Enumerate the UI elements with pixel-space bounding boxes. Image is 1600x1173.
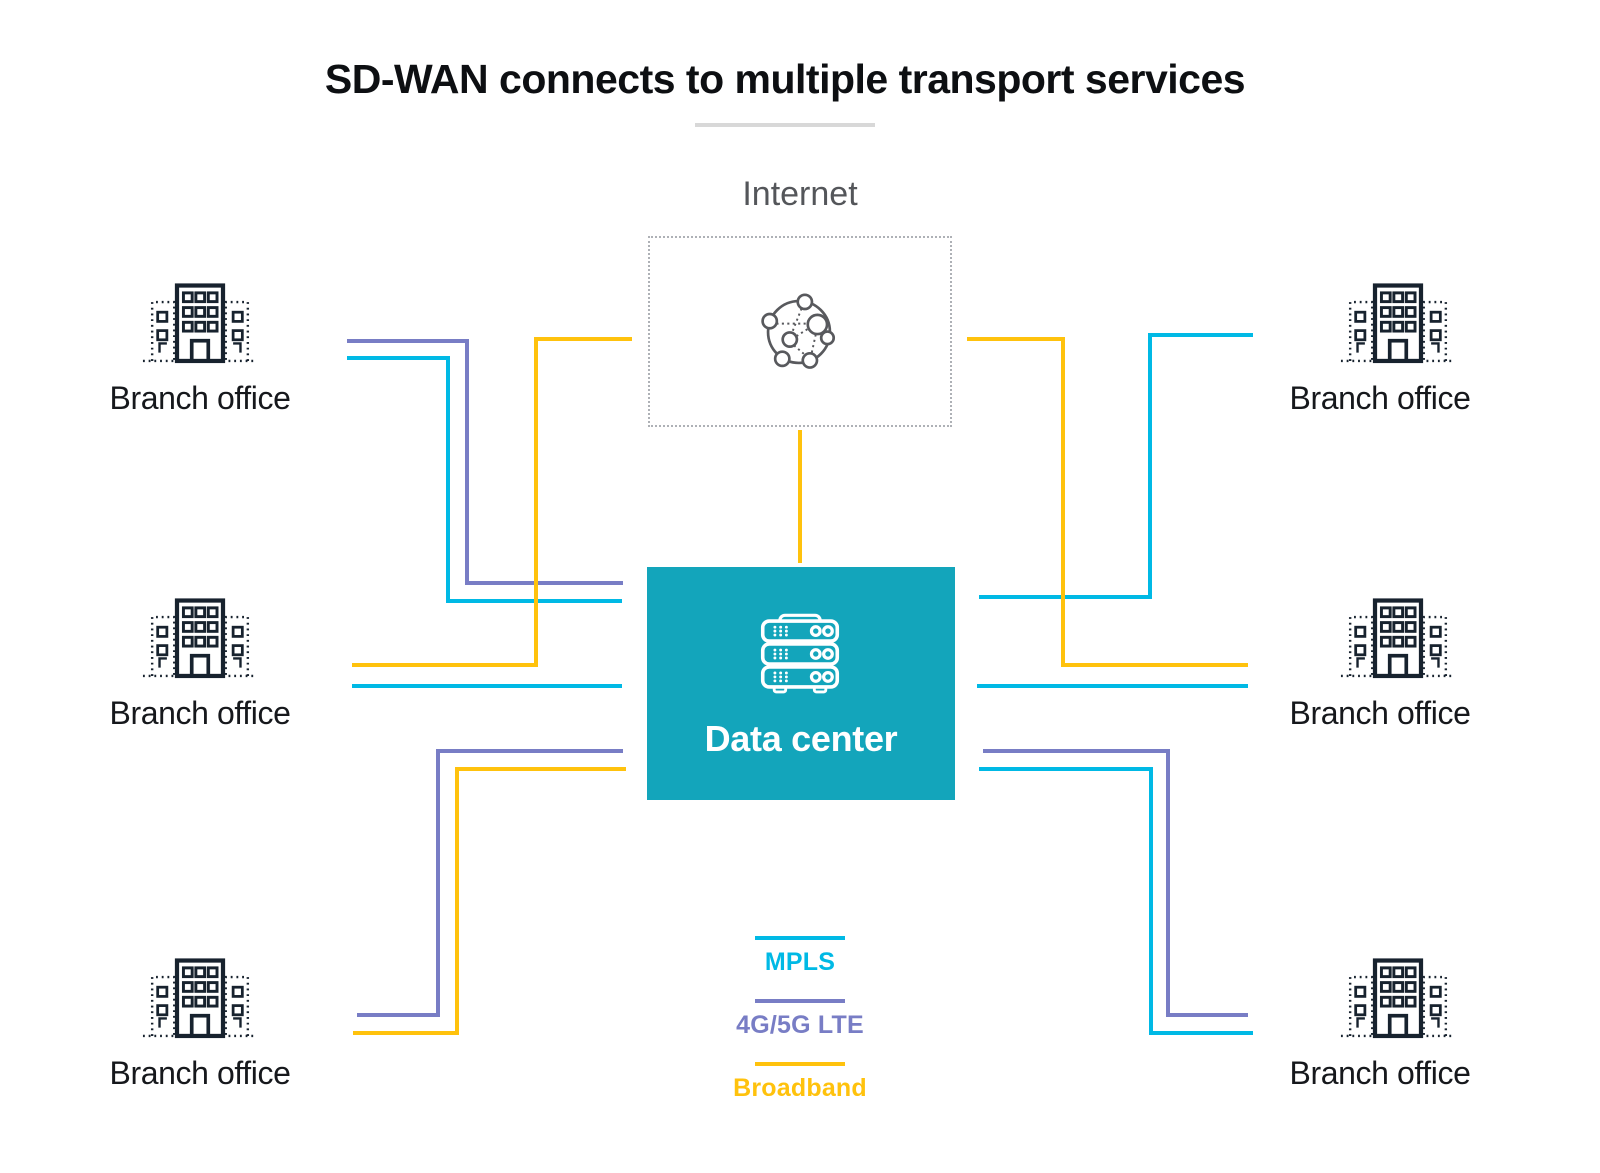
legend-label-broadband: Broadband — [733, 1074, 867, 1102]
server-rack-icon — [757, 607, 843, 701]
branch-office-label: Branch office — [109, 380, 291, 416]
internet-globe-icon — [753, 286, 845, 378]
connection-branch-bottom-right-to-data-center-mpls — [979, 767, 1253, 1035]
legend-item-lte: 4G/5G LTE — [660, 993, 940, 1056]
connection-branch-bottom-left-to-data-center-lte — [357, 749, 623, 1017]
page-title: SD-WAN connects to multiple transport se… — [324, 56, 1246, 102]
internet-box — [648, 236, 952, 427]
legend-item-mpls: MPLS — [660, 930, 940, 993]
connection-branch-top-left-to-data-center-mpls — [347, 356, 622, 603]
legend-line-lte — [755, 999, 845, 1003]
branch-office-label: Branch office — [109, 1055, 291, 1091]
branch-office-label: Branch office — [1289, 1055, 1471, 1091]
connection-branch-bottom-right-to-data-center-lte — [983, 749, 1248, 1017]
building-icon — [140, 955, 260, 1047]
title-divider — [695, 123, 875, 127]
legend-line-mpls — [755, 936, 845, 940]
legend: MPLS 4G/5G LTE Broadband — [660, 930, 940, 1119]
legend-label-mpls: MPLS — [764, 948, 836, 976]
connection-branch-top-left-to-data-center-lte — [347, 339, 623, 585]
building-icon — [140, 280, 260, 372]
building-icon — [140, 595, 260, 687]
legend-label-lte: 4G/5G LTE — [736, 1011, 864, 1039]
legend-item-broadband: Broadband — [660, 1056, 940, 1119]
branch-office-label: Branch office — [1289, 380, 1471, 416]
connection-branch-top-right-to-data-center-mpls — [979, 333, 1253, 599]
data-center-label: Data center — [704, 718, 898, 759]
branch-office-label: Branch office — [109, 695, 291, 731]
legend-line-broadband — [755, 1062, 845, 1066]
building-icon — [1338, 595, 1458, 687]
branch-office-label: Branch office — [1289, 695, 1471, 731]
building-icon — [1338, 955, 1458, 1047]
connection-branch-middle-right-to-internet-broadband — [967, 337, 1248, 667]
connection-branch-bottom-left-to-data-center-broadband — [353, 767, 626, 1035]
building-icon — [1338, 280, 1458, 372]
connection-branch-middle-left-to-internet-broadband — [352, 337, 632, 667]
internet-label: Internet — [742, 175, 858, 213]
